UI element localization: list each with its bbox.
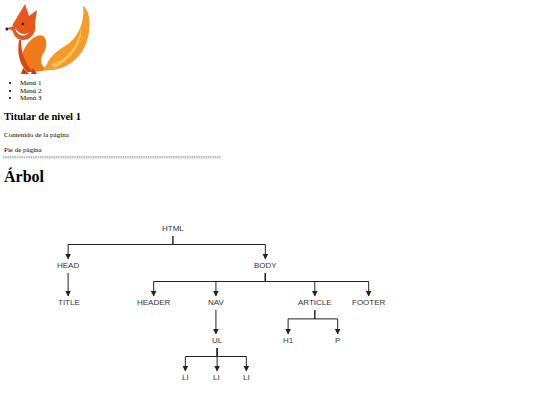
node-label: HTML xyxy=(162,224,184,234)
node-label: FOOTER xyxy=(352,298,385,308)
page-content: Contenido de la página xyxy=(4,131,69,139)
node-label: LI xyxy=(213,373,220,383)
node-label: LI xyxy=(182,373,189,383)
tree-connector xyxy=(173,236,265,259)
menu-item: Menú 2 xyxy=(20,88,42,96)
horizontal-rule xyxy=(3,156,223,159)
diagram-title: Árbol xyxy=(4,168,44,186)
tree-node: BODY xyxy=(252,260,279,272)
tree-connector xyxy=(217,348,246,371)
tree-node: NAV xyxy=(206,297,226,309)
tree-connector xyxy=(215,310,216,334)
tree-connector xyxy=(68,273,69,296)
tree-node: HEADER xyxy=(135,297,172,309)
tree-connector xyxy=(265,273,314,296)
tree-connector xyxy=(315,310,338,334)
node-label: UL xyxy=(212,336,222,346)
menu-item: Menú 3 xyxy=(20,95,42,103)
node-label: H1 xyxy=(283,336,293,346)
tree-node: H1 xyxy=(281,335,295,347)
fox-logo xyxy=(3,2,91,76)
tree-node: HEAD xyxy=(55,260,81,272)
tree-node: ARTICLE xyxy=(296,297,334,309)
tree-node: HTML xyxy=(160,223,186,235)
page-heading: Titular de nivel 1 xyxy=(4,111,81,122)
tree-node: LI xyxy=(211,372,222,384)
tree-connector xyxy=(68,236,173,259)
tree-node: P xyxy=(333,335,342,347)
node-label: HEAD xyxy=(57,261,79,271)
tree-connector xyxy=(288,310,315,334)
menu-list: Menú 1Menú 2Menú 3 xyxy=(4,80,42,103)
tree-connector xyxy=(154,273,266,296)
node-label: BODY xyxy=(254,261,277,271)
tree-node: UL xyxy=(210,335,224,347)
node-label: HEADER xyxy=(137,298,170,308)
menu-item: Menú 1 xyxy=(20,80,42,88)
tree-connector xyxy=(216,273,265,296)
tree-node: TITLE xyxy=(56,297,82,309)
node-label: LI xyxy=(243,373,250,383)
page-footer: Pie de página xyxy=(4,146,42,154)
tree-connector xyxy=(185,348,217,371)
node-label: TITLE xyxy=(58,298,80,308)
tree-connector xyxy=(265,273,368,296)
node-label: ARTICLE xyxy=(298,298,332,308)
tree-node: LI xyxy=(241,372,252,384)
tree-node: FOOTER xyxy=(350,297,387,309)
node-label: NAV xyxy=(208,298,224,308)
tree-node: LI xyxy=(180,372,191,384)
node-label: P xyxy=(335,336,340,346)
